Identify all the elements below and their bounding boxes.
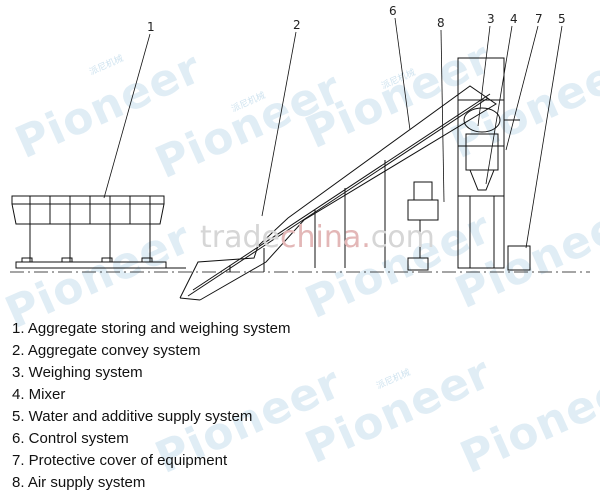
- legend-item: 4. Mixer: [12, 386, 66, 403]
- belt-conveyor: [179, 85, 497, 301]
- callout-7: 7: [535, 12, 543, 26]
- aggregate-bins: [11, 195, 186, 269]
- callout-1: 1: [147, 20, 155, 34]
- watermark-subtext: 派尼机械: [374, 367, 412, 391]
- callout-8: 8: [437, 16, 445, 30]
- overlay-watermark: tradechina.com: [200, 220, 435, 255]
- legend-item: 7. Protective cover of equipment: [12, 452, 228, 469]
- legend-item: 1. Aggregate storing and weighing system: [12, 320, 291, 337]
- legend-item: 5. Water and additive supply system: [12, 408, 253, 425]
- legend-item: 6. Control system: [12, 430, 129, 447]
- callout-6: 6: [389, 4, 397, 18]
- callout-3: 3: [487, 12, 495, 26]
- air-supply-unit: [407, 181, 439, 271]
- callout-4: 4: [510, 12, 518, 26]
- watermark-brand: Pioneer: [298, 347, 500, 474]
- legend-item: 8. Air supply system: [12, 474, 146, 491]
- callout-5: 5: [558, 12, 566, 26]
- callout-2: 2: [293, 18, 301, 32]
- legend-item: 2. Aggregate convey system: [12, 342, 201, 359]
- watermark-brand: Pioneer: [453, 357, 600, 484]
- mixing-tower: [457, 57, 531, 271]
- legend-list: 1. Aggregate storing and weighing system…: [12, 318, 291, 494]
- legend-item: 3. Weighing system: [12, 364, 143, 381]
- plant-line-drawing: [10, 17, 590, 301]
